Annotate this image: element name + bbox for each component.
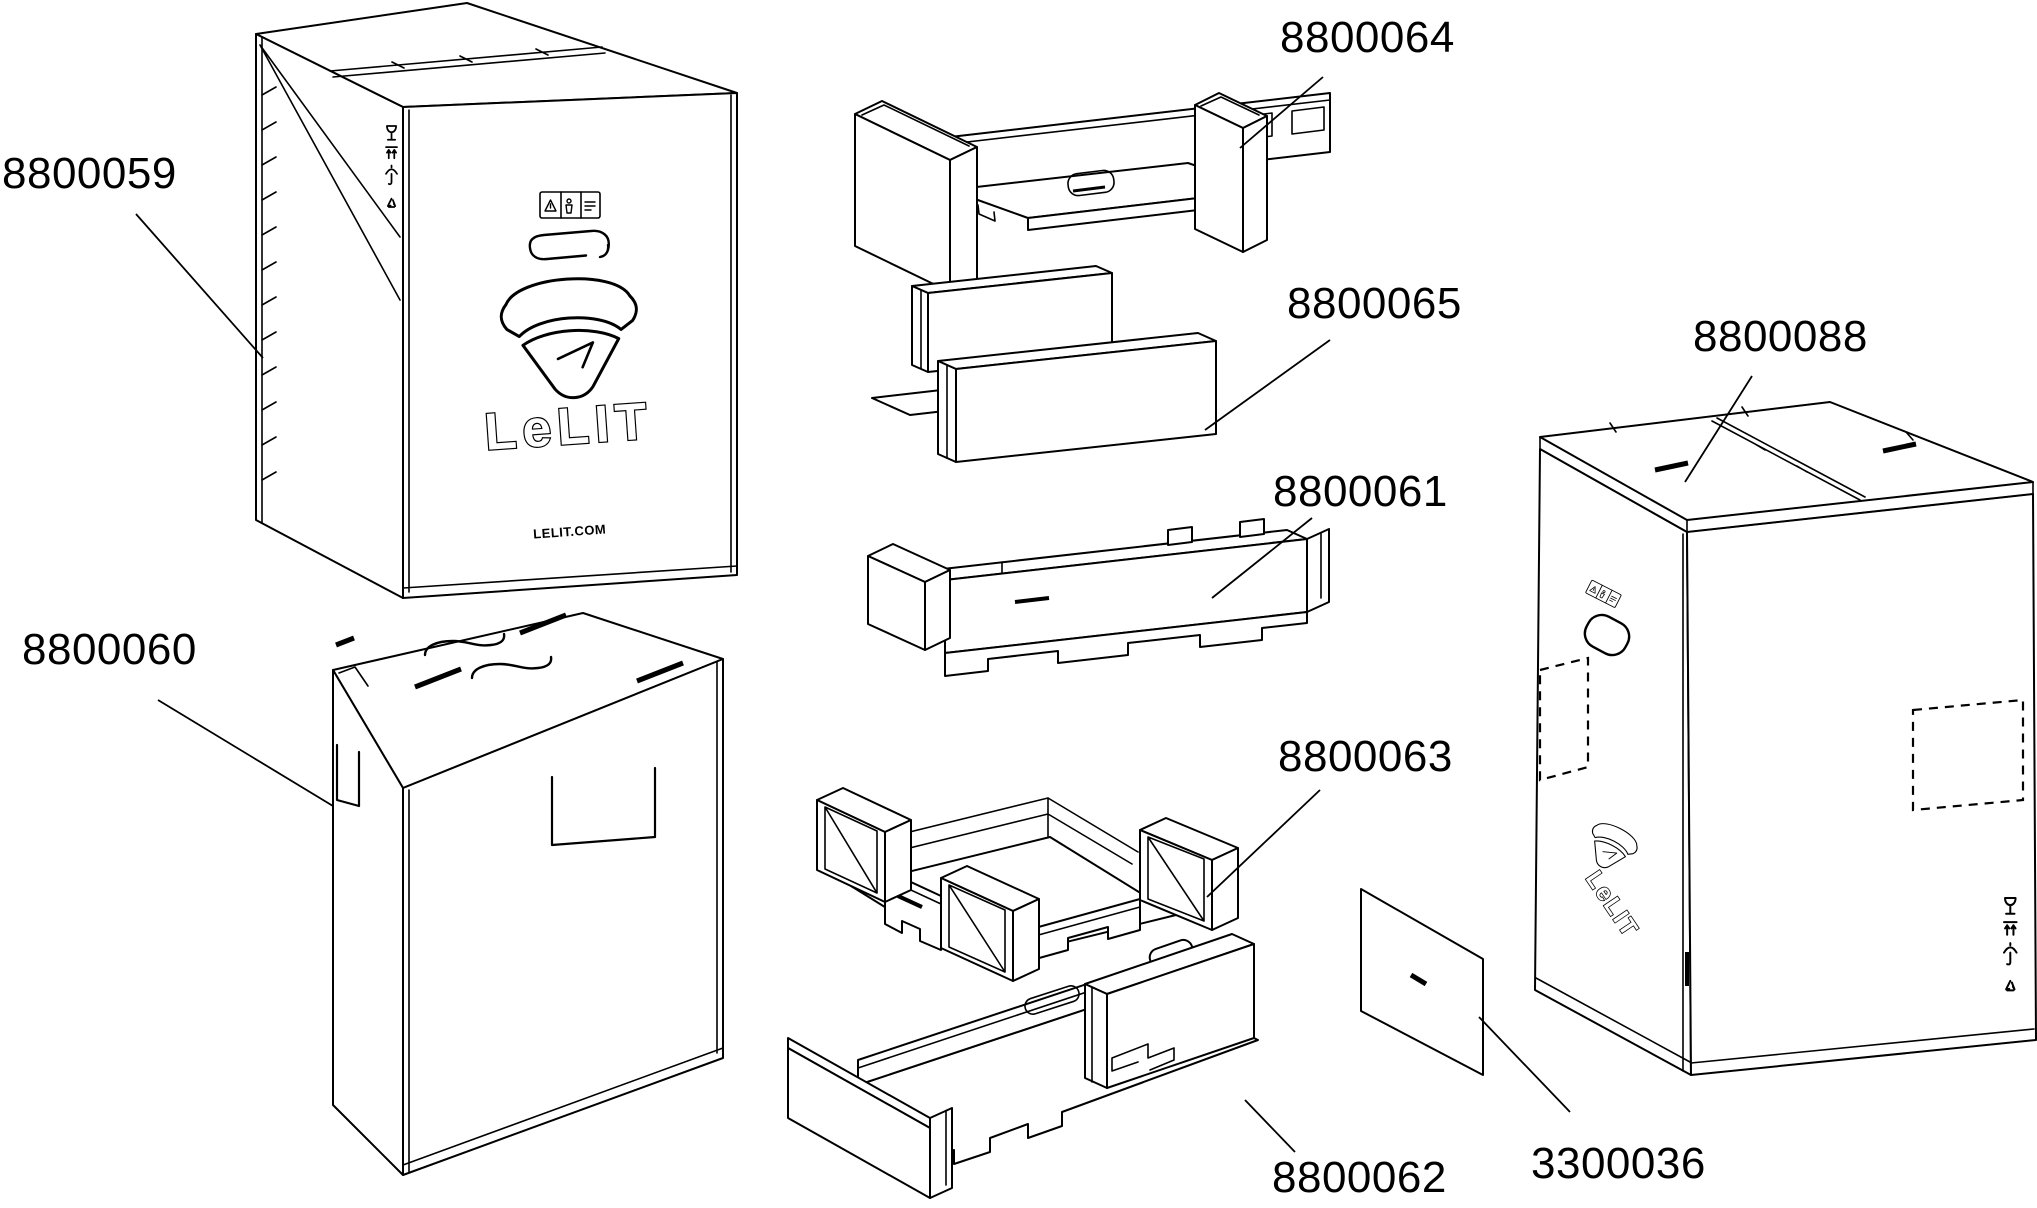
wall-hole <box>1291 106 1325 135</box>
part-label-8800064: 8800064 <box>1280 13 1455 62</box>
sheet-slot <box>1409 972 1428 987</box>
x-brace-post <box>940 865 1040 982</box>
top-slot <box>414 666 462 690</box>
part-label-3300036: 3300036 <box>1531 1139 1706 1188</box>
side-fold-lines <box>259 44 401 301</box>
x-brace-post <box>816 787 912 903</box>
die-cut-dashed-area <box>1538 656 1590 782</box>
handle-cut-curve <box>470 655 553 680</box>
box-left-face <box>1534 448 1692 1076</box>
leader-line-8800061 <box>1211 517 1313 599</box>
part-label-8800059: 8800059 <box>2 149 177 198</box>
floor-hole <box>1067 169 1115 197</box>
part-label-8800060: 8800060 <box>22 625 197 674</box>
part-bottom-tray-8800062 <box>787 933 1259 1199</box>
leader-line-8800065 <box>1204 339 1331 431</box>
leader-line-8800062 <box>1244 1099 1296 1153</box>
box-right-face <box>1686 493 2037 1076</box>
leader-line-8800088 <box>1684 375 1753 483</box>
wall-tab <box>1239 518 1265 538</box>
part-top-tray-8800064 <box>854 92 1331 293</box>
back-wall-slot <box>1024 985 1080 1015</box>
part-outer-box-8800059: LeLIT LELIT.COM <box>255 2 738 599</box>
part-accessory-box-8800088: LeLIT <box>1534 401 2037 1076</box>
box-side-face <box>255 33 404 599</box>
leader-line-8800059 <box>135 213 264 359</box>
top-slot <box>519 612 567 636</box>
handle-cut-curve <box>423 632 506 657</box>
website-text: LELIT.COM <box>533 521 607 541</box>
box-rim-lines <box>1535 436 2035 1072</box>
wall-tab <box>1167 526 1193 546</box>
part-label-8800065: 8800065 <box>1287 279 1462 328</box>
part-label-8800062: 8800062 <box>1272 1153 1447 1202</box>
part-sheet-3300036 <box>1360 888 1484 1076</box>
handle-cutout <box>528 229 610 261</box>
part-side-panels-8800065 <box>871 265 1217 463</box>
handle-cutout <box>1583 613 1631 657</box>
leader-line-3300036 <box>1478 1016 1571 1113</box>
top-slot <box>636 660 684 684</box>
carton-edge-lines <box>338 661 724 1173</box>
back-rail <box>884 797 1139 865</box>
die-cut-dashed-area <box>1911 698 2025 812</box>
part-label-8800063: 8800063 <box>1278 732 1453 781</box>
notched-skirt <box>944 611 1308 677</box>
part-middle-tray-8800061 <box>867 518 1330 677</box>
leader-line-8800064 <box>1239 76 1324 149</box>
top-flap-seam <box>1609 406 1914 501</box>
lelit-wordmark: LeLIT <box>483 392 655 462</box>
side-die-cut <box>335 743 361 808</box>
floor-bracket <box>1111 1043 1175 1072</box>
carton-front-face <box>402 658 724 1176</box>
top-slot <box>335 635 355 648</box>
x-brace-post <box>1139 817 1239 931</box>
part-inner-box-8800060 <box>332 612 724 1176</box>
part-corner-frame-8800063 <box>816 787 1239 982</box>
top-flap-seam <box>329 46 606 78</box>
box-edge-lines <box>261 36 738 593</box>
part-label-8800088: 8800088 <box>1693 312 1868 361</box>
side-perforation-dashes <box>261 86 277 481</box>
top-slot <box>1654 460 1689 473</box>
part-label-8800061: 8800061 <box>1273 467 1448 516</box>
front-die-cut <box>550 766 657 847</box>
leader-line-8800063 <box>1206 789 1321 898</box>
leader-line-8800060 <box>157 699 334 807</box>
top-slot <box>1882 441 1917 454</box>
